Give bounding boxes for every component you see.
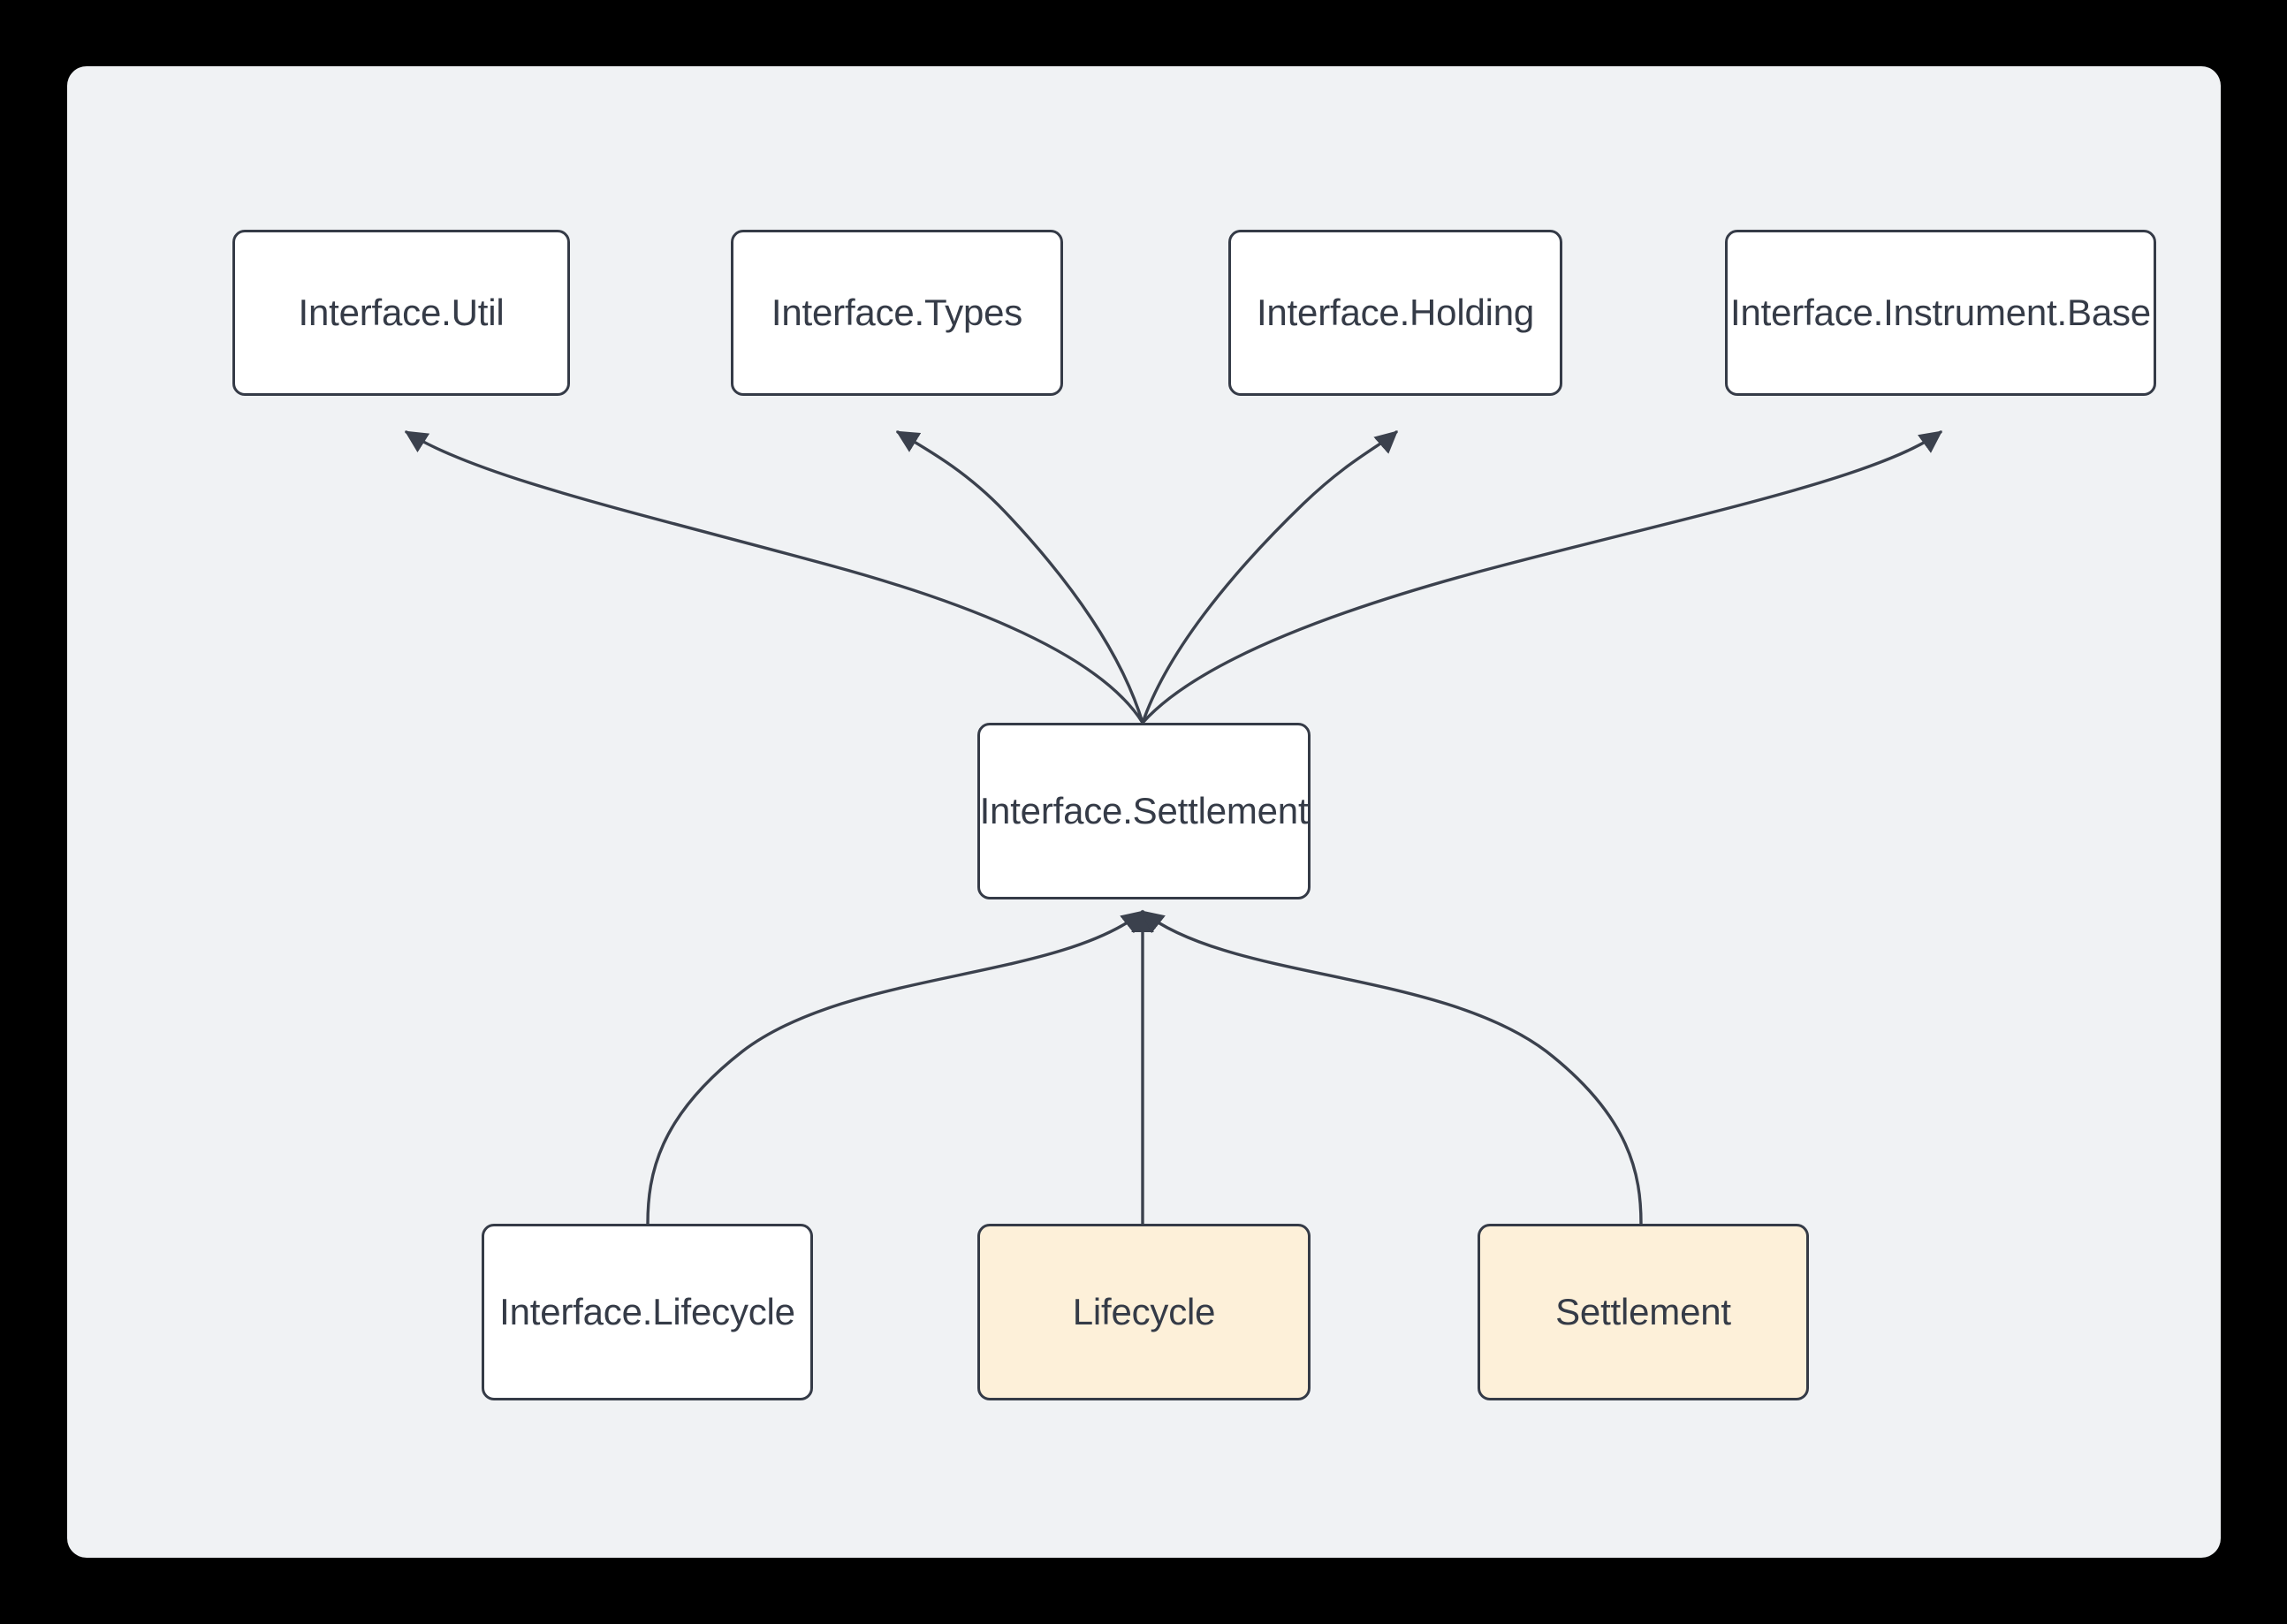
node-interface-types[interactable]: Interface.Types [731,230,1063,396]
node-interface-lifecycle[interactable]: Interface.Lifecycle [482,1224,813,1400]
node-label-interface-types: Interface.Types [771,292,1023,333]
node-label-interface-settlement: Interface.Settlement [979,790,1309,831]
node-interface-instrument-base[interactable]: Interface.Instrument.Base [1725,230,2156,396]
node-interface-settlement[interactable]: Interface.Settlement [977,723,1311,899]
node-lifecycle[interactable]: Lifecycle [977,1224,1311,1400]
node-label-interface-lifecycle: Interface.Lifecycle [499,1291,795,1332]
node-interface-util[interactable]: Interface.Util [232,230,570,396]
node-label-lifecycle: Lifecycle [1072,1291,1216,1332]
node-settlement[interactable]: Settlement [1478,1224,1809,1400]
node-label-interface-holding: Interface.Holding [1256,292,1535,333]
node-label-settlement: Settlement [1555,1291,1731,1332]
node-interface-holding[interactable]: Interface.Holding [1228,230,1562,396]
node-label-interface-util: Interface.Util [298,292,505,333]
node-label-interface-instrument-base: Interface.Instrument.Base [1730,292,2151,333]
